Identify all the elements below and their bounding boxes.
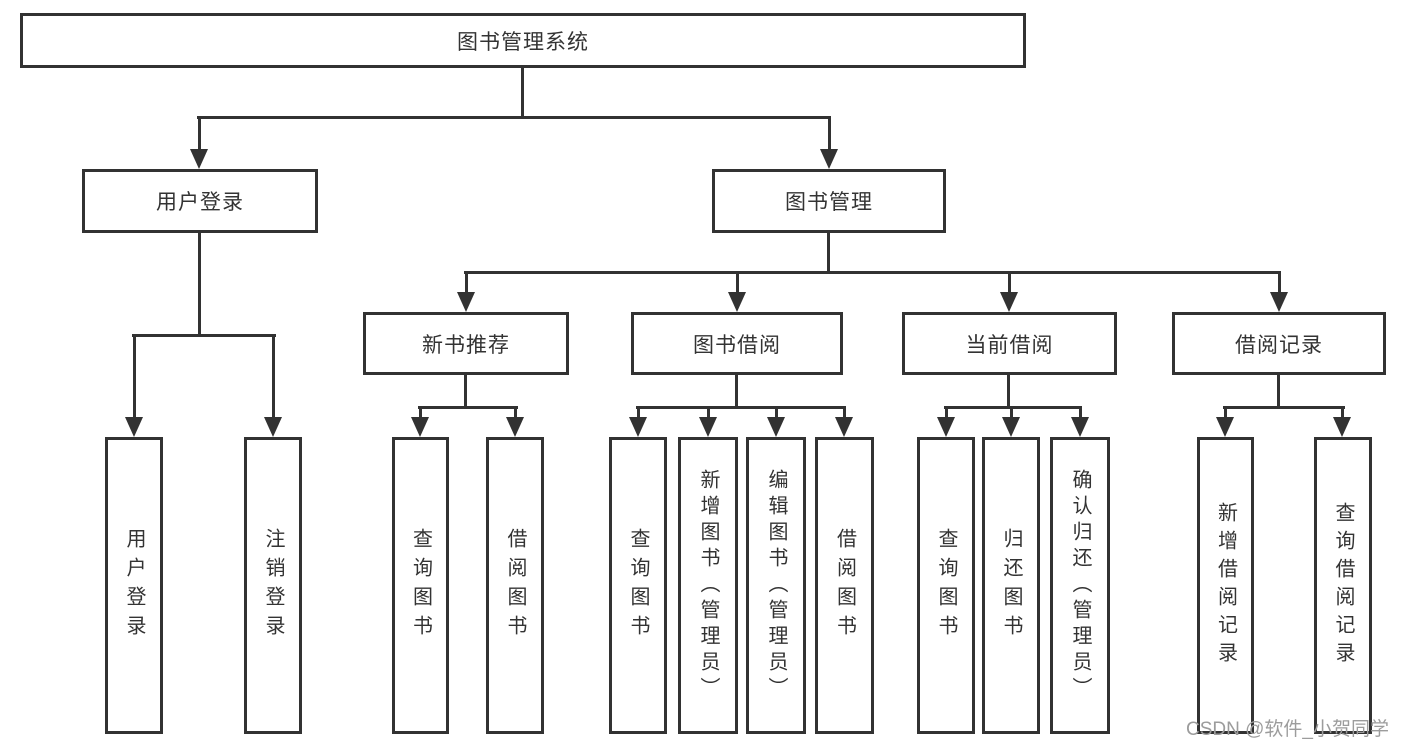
connector-records-branch	[1223, 406, 1345, 409]
leaf-user-login-label: 用户登录	[123, 527, 145, 644]
arrow-to-current-borrow	[1000, 271, 1018, 312]
node-user-login-label: 用户登录	[156, 191, 244, 214]
leaf-br-add-record-label: 新增借阅记录	[1214, 501, 1237, 670]
node-root: 图书管理系统	[20, 13, 1026, 68]
leaf-bb-edit-books-admin: 编辑图书（管理员）	[746, 437, 806, 734]
arrow-cb-query	[937, 406, 955, 437]
leaf-cb-return-books: 归还图书	[982, 437, 1040, 734]
connector-login-branch	[132, 334, 276, 337]
arrow-bb-edit	[767, 406, 785, 437]
arrow-cb-return	[1002, 406, 1020, 437]
leaf-logout-label: 注销登录	[262, 527, 284, 644]
leaf-br-query-record-label: 查询借阅记录	[1332, 501, 1354, 670]
connector-borrow-branch	[636, 406, 846, 409]
connector-mgmt-stem	[827, 233, 830, 274]
arrow-bb-add	[699, 406, 717, 437]
leaf-cb-confirm-return-admin: 确认归还（管理员）	[1050, 437, 1110, 734]
node-book-mgmt-label: 图书管理	[785, 191, 873, 214]
leaf-br-query-record: 查询借阅记录	[1314, 437, 1372, 734]
connector-borrow-stem	[735, 375, 738, 409]
arrow-to-login-leaf	[125, 334, 143, 437]
arrow-to-logout-leaf	[264, 334, 282, 437]
node-book-borrow: 图书借阅	[631, 312, 843, 375]
connector-current-branch	[944, 406, 1082, 409]
leaf-rec-query-books: 查询图书	[392, 437, 449, 734]
connector-root-branch	[197, 116, 831, 119]
leaf-cb-query-books-label: 查询图书	[935, 527, 957, 644]
connector-root-stem	[521, 68, 524, 118]
leaf-user-login: 用户登录	[105, 437, 163, 734]
arrow-to-borrow-records	[1270, 271, 1288, 312]
connector-mgmt-branch	[464, 271, 1281, 274]
arrow-to-book-mgmt	[820, 116, 838, 169]
arrow-br-query	[1333, 406, 1351, 437]
arrow-bb-query	[629, 406, 647, 437]
node-new-book-rec-label: 新书推荐	[422, 333, 510, 357]
arrow-to-book-borrow	[728, 271, 746, 312]
leaf-rec-borrow-books: 借阅图书	[486, 437, 544, 734]
arrow-to-user-login	[190, 116, 208, 169]
connector-records-stem	[1277, 375, 1280, 409]
connector-login-stem	[198, 233, 201, 337]
leaf-rec-borrow-books-label: 借阅图书	[504, 527, 526, 644]
node-new-book-rec: 新书推荐	[363, 312, 569, 375]
node-borrow-records-label: 借阅记录	[1235, 333, 1323, 357]
arrow-br-add	[1216, 406, 1234, 437]
leaf-bb-edit-books-admin-label: 编辑图书（管理员）	[765, 468, 787, 703]
arrow-bb-borrow	[835, 406, 853, 437]
arrow-rec-query	[411, 406, 429, 437]
csdn-watermark: CSDN @软件_小贺同学	[1186, 719, 1389, 740]
connector-rec-stem	[464, 375, 467, 409]
leaf-bb-borrow-books-label: 借阅图书	[833, 527, 856, 644]
node-user-login: 用户登录	[82, 169, 318, 233]
leaf-bb-add-books-admin-label: 新增图书（管理员）	[697, 468, 719, 703]
leaf-bb-borrow-books: 借阅图书	[815, 437, 874, 734]
node-current-borrow: 当前借阅	[902, 312, 1117, 375]
node-root-label: 图书管理系统	[457, 30, 589, 54]
leaf-br-add-record: 新增借阅记录	[1197, 437, 1254, 734]
arrow-cb-confirm	[1071, 406, 1089, 437]
leaf-cb-query-books: 查询图书	[917, 437, 975, 734]
connector-current-stem	[1007, 375, 1010, 409]
leaf-cb-return-books-label: 归还图书	[1000, 527, 1022, 644]
arrow-rec-borrow	[506, 406, 524, 437]
node-book-mgmt: 图书管理	[712, 169, 946, 233]
node-borrow-records: 借阅记录	[1172, 312, 1386, 375]
arrow-to-new-book-rec	[457, 271, 475, 312]
connector-rec-branch	[418, 406, 518, 409]
leaf-bb-query-books-label: 查询图书	[627, 527, 649, 644]
leaf-cb-confirm-return-admin-label: 确认归还（管理员）	[1069, 468, 1091, 703]
node-current-borrow-label: 当前借阅	[965, 333, 1054, 357]
leaf-rec-query-books-label: 查询图书	[409, 527, 432, 644]
node-book-borrow-label: 图书借阅	[693, 333, 781, 357]
leaf-bb-add-books-admin: 新增图书（管理员）	[678, 437, 738, 734]
leaf-logout: 注销登录	[244, 437, 302, 734]
leaf-bb-query-books: 查询图书	[609, 437, 667, 734]
